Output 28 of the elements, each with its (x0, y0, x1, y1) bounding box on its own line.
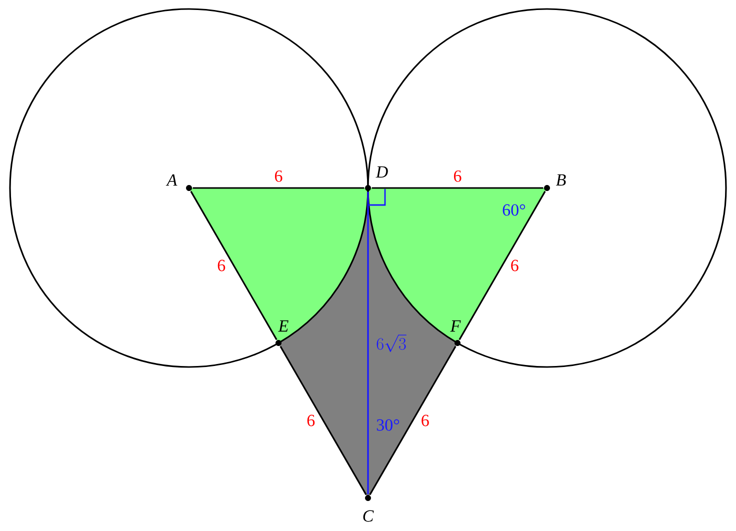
line-segment (372, 187, 544, 189)
node-label: F (450, 320, 461, 332)
labeled-point: D (365, 166, 388, 191)
node-label: A (166, 174, 178, 186)
labeled-point: B (544, 174, 566, 191)
edge-label: 6 (422, 414, 429, 426)
edge-label: 6 (218, 260, 226, 272)
line-segment (190, 190, 278, 340)
line-segment (458, 190, 546, 340)
line-segment (192, 187, 364, 189)
node-label: E (278, 320, 288, 332)
labeled-point: E (276, 320, 288, 346)
angle-label: 60° (502, 204, 526, 216)
node-label: B (556, 174, 566, 186)
angle-label: 30° (376, 419, 400, 431)
labeled-point: A (166, 174, 192, 191)
edge-label: 6 (307, 414, 315, 426)
line-segment (369, 346, 456, 496)
edge-label: $6\sqrt{3}$ (376, 334, 406, 352)
edge-label: 6 (454, 170, 462, 182)
edge-label: 6 (275, 170, 282, 182)
line-segment (367, 192, 369, 494)
node-label: C (363, 510, 374, 522)
edge-label: 6 (511, 260, 518, 272)
labeled-point: F (450, 320, 461, 346)
line-segment (280, 346, 367, 496)
node-label: D (376, 166, 388, 178)
labeled-point: C (363, 495, 374, 522)
